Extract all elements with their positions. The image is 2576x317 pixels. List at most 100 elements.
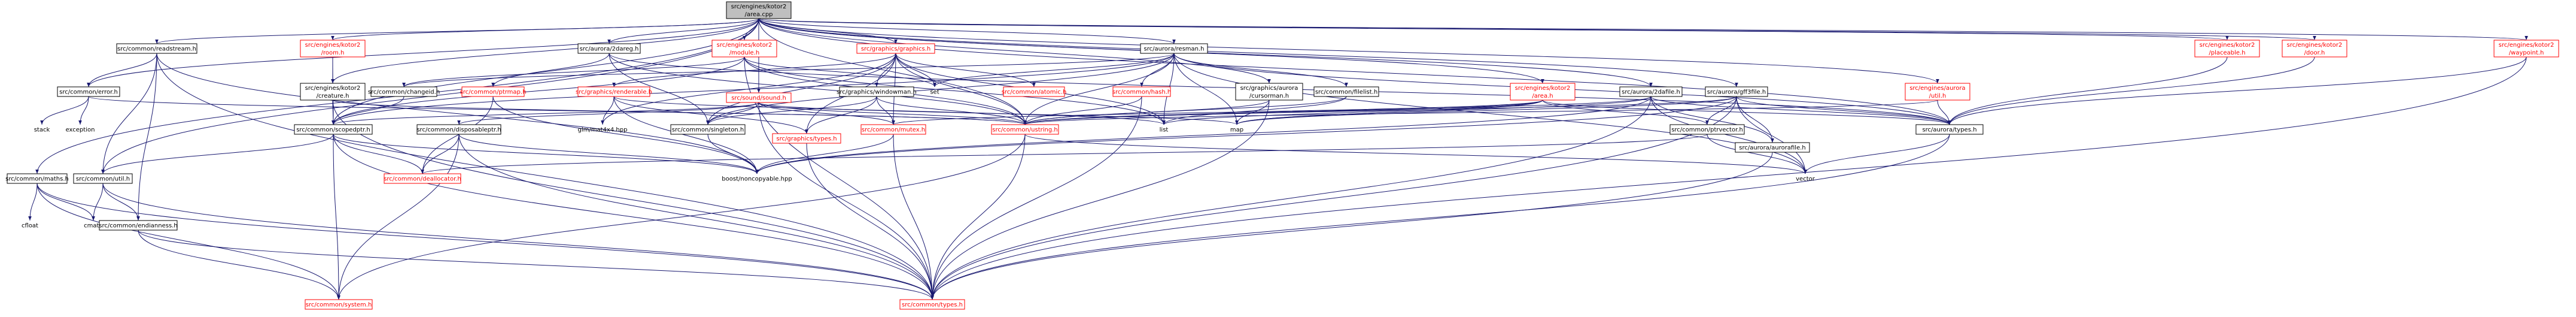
node-door[interactable]: src/engines/kotor2/door.h [2282, 40, 2347, 58]
node-changeid[interactable]: src/common/changeid.h [368, 86, 440, 97]
edge-ptrvector-to-vector [1707, 134, 1807, 174]
node-mathsh-label: src/common/maths.h [5, 176, 69, 183]
node-graphics[interactable]: src/graphics/graphics.h [856, 43, 935, 54]
node-door-box [2282, 40, 2347, 58]
node-area_h[interactable]: src/engines/kotor2/area.h [1510, 83, 1576, 101]
node-waypoint[interactable]: src/engines/kotor2/waypoint.h [2493, 40, 2559, 58]
node-disposableptr[interactable]: src/common/disposableptr.h [416, 124, 501, 135]
node-gff3file[interactable]: src/aurora/gff3file.h [1705, 86, 1768, 97]
node-exception-label: exception [66, 127, 95, 134]
node-mathsh[interactable]: src/common/maths.h [5, 173, 69, 184]
node-ptrmap-box [461, 86, 525, 97]
node-disposableptr-box [416, 124, 501, 135]
edge-mathsh-to-ctypes [37, 183, 934, 300]
edge-module-to-changeid [402, 56, 745, 87]
node-root-box [726, 1, 792, 19]
edge-sound-to-ustring [758, 102, 1027, 125]
edge-readstream-to-endianness [136, 53, 157, 221]
node-area_h-box [1510, 83, 1576, 101]
edge-ustring-to-system [337, 134, 1026, 300]
node-cfloat-label: cfloat [22, 223, 38, 230]
edge-gff3file-to-ustring [1023, 96, 1737, 125]
node-singleton[interactable]: src/common/singleton.h [670, 124, 746, 135]
node-stack-label: stack [34, 127, 50, 134]
node-endianness[interactable]: src/common/endianness.h [99, 220, 178, 231]
node-ptrvector[interactable]: src/common/ptrvector.h [1669, 124, 1745, 135]
node-util_aurora[interactable]: src/engines/aurora/util.h [1905, 83, 1970, 101]
edge-root-to-room [331, 18, 759, 41]
node-atypes[interactable]: src/aurora/types.h [1915, 124, 1984, 135]
edge-resman-to-filelist [1173, 53, 1348, 87]
node-renderable[interactable]: src/graphics/renderable.h [576, 86, 652, 97]
node-scopedptr[interactable]: src/common/scopedptr.h [294, 124, 373, 135]
node-error-label: src/common/error.h [59, 89, 118, 96]
node-sound-box [726, 92, 792, 103]
edge-root-to-waypoint [758, 18, 2528, 41]
node-creature[interactable]: src/engines/kotor2/creature.h [300, 83, 366, 101]
node-map-label: map [1230, 127, 1243, 134]
node-ustring[interactable]: src/common/ustring.h [991, 124, 1059, 135]
node-util_aurora-label: src/engines/aurora [1909, 85, 1965, 92]
node-scopedptr-label: src/common/scopedptr.h [296, 127, 370, 134]
node-system-label: src/common/system.h [306, 302, 372, 309]
node-map: map [1230, 127, 1243, 134]
node-gff3file-label: src/aurora/gff3file.h [1707, 89, 1766, 96]
node-twodafile-box [1619, 86, 1683, 97]
node-sound[interactable]: src/sound/sound.h [726, 92, 792, 103]
edge-resman-to-set [933, 53, 1175, 87]
node-glm: glm/mat4x4.hpp [578, 127, 628, 134]
edge-util_common-to-cmath [92, 183, 104, 221]
node-singleton-box [670, 124, 746, 135]
edge-module-to-set [744, 56, 936, 87]
node-renderable-label: src/graphics/renderable.h [576, 89, 652, 96]
edge-scopedptr-to-noncopyable [333, 134, 759, 174]
edge-scopedptr-to-ctypes [333, 134, 934, 300]
node-readstream[interactable]: src/common/readstream.h [116, 43, 197, 54]
node-area_h-label: /area.h [1532, 93, 1553, 99]
node-twodafile-label: src/aurora/2dafile.h [1622, 89, 1680, 96]
edge-sound-to-scopedptr [331, 102, 759, 125]
node-module-label: src/engines/kotor2 [717, 42, 773, 49]
edge-area_h-to-list [1162, 99, 1543, 125]
node-mutex[interactable]: src/common/mutex.h [860, 124, 926, 135]
edge-mutex-to-noncopyable [755, 134, 894, 174]
node-ptrmap[interactable]: src/common/ptrmap.h [460, 86, 527, 97]
node-room[interactable]: src/engines/kotor2/room.h [300, 40, 366, 58]
node-hash[interactable]: src/common/hash.h [1112, 86, 1171, 97]
edge-twodafile-to-vector [1650, 96, 1807, 174]
edge-util_aurora-to-atypes [1937, 99, 1951, 125]
node-module-label: /module.h [729, 50, 759, 56]
node-gtypes[interactable]: src/graphics/types.h [772, 133, 841, 144]
node-vector: vector [1796, 176, 1815, 183]
edge-renderable-to-gtypes [613, 96, 808, 134]
node-filelist[interactable]: src/common/filelist.h [1313, 86, 1379, 97]
node-deallocator[interactable]: src/common/deallocator.h [384, 173, 461, 184]
node-aurorafile[interactable]: src/aurora/aurorafile.h [1735, 142, 1810, 153]
node-aurora2da[interactable]: src/aurora/2dareg.h [577, 43, 641, 54]
node-resman[interactable]: src/aurora/resman.h [1140, 43, 1208, 54]
node-exception: exception [66, 127, 95, 134]
edge-creature-to-ctypes [332, 99, 934, 300]
node-cursorman[interactable]: src/graphics/aurora/cursorman.h [1235, 83, 1303, 101]
node-twodafile[interactable]: src/aurora/2dafile.h [1619, 86, 1683, 97]
node-resman-box [1140, 43, 1208, 54]
node-system[interactable]: src/common/system.h [305, 299, 373, 310]
node-changeid-box [370, 86, 437, 97]
node-list-label: list [1160, 127, 1169, 134]
node-noncopyable-label: boost/noncopyable.hpp [722, 176, 792, 183]
node-atomic[interactable]: src/common/atomic.h [1002, 86, 1067, 97]
node-module-box [711, 40, 777, 58]
node-atypes-label: src/aurora/types.h [1922, 127, 1976, 134]
node-ctypes[interactable]: src/common/types.h [899, 299, 965, 310]
edge-sound-to-ctypes [758, 102, 934, 300]
node-creature-box [300, 83, 366, 101]
node-module[interactable]: src/engines/kotor2/module.h [711, 40, 777, 58]
node-cfloat: cfloat [22, 223, 38, 230]
node-windowman[interactable]: src/graphics/windowman.h [837, 86, 917, 97]
edge-endianness-to-system [138, 230, 340, 300]
node-util_common[interactable]: src/common/util.h [73, 173, 133, 184]
edge-graphics-to-singleton [706, 53, 896, 125]
edge-root-to-graphics [758, 18, 898, 44]
node-placeable[interactable]: src/engines/kotor2/placeable.h [2194, 40, 2260, 58]
node-error[interactable]: src/common/error.h [57, 86, 120, 97]
